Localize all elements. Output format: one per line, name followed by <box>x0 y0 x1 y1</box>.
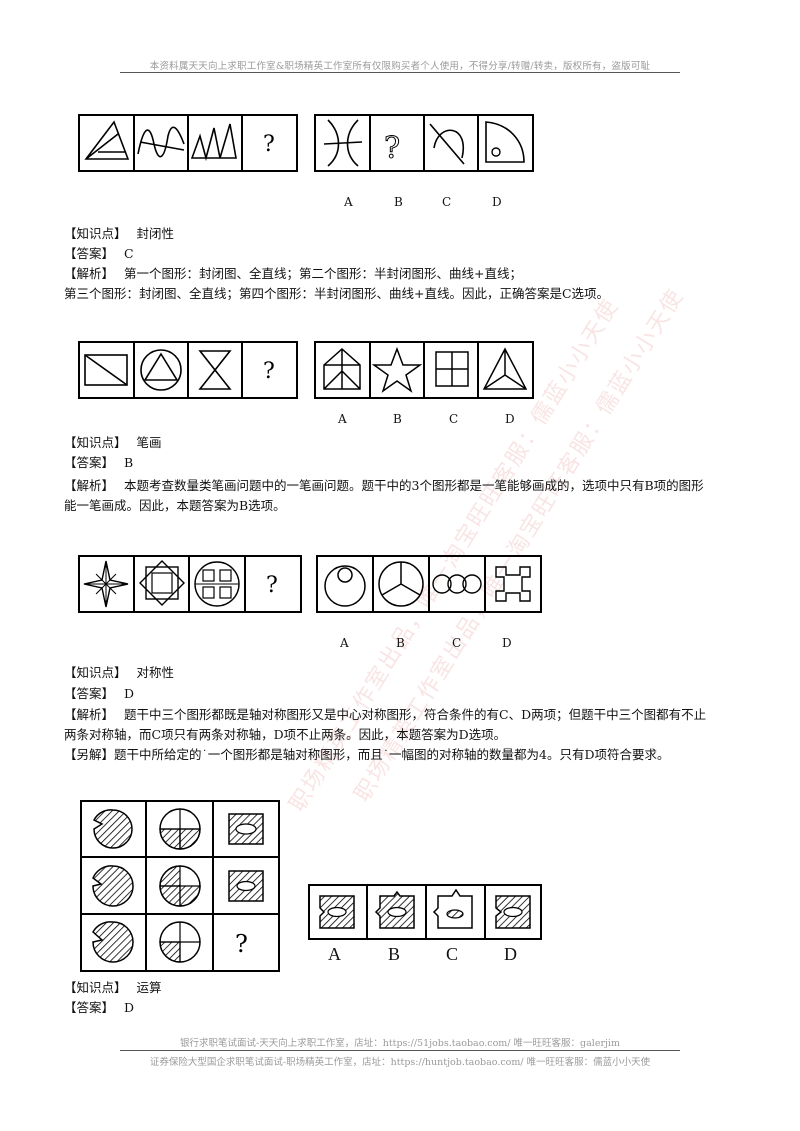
q2-answer: 【答案】B <box>64 455 134 470</box>
option-letter: D <box>492 195 502 209</box>
option-letter: B <box>388 944 401 964</box>
q1-answer: 【答案】C <box>64 246 134 261</box>
q3-analysis: 【解析】题干中三个图形都既是轴对称图形又是中心对称图形，符合条件的有C、D两项；… <box>64 707 707 722</box>
option-letter: C <box>452 636 462 650</box>
question-mark: ? <box>263 132 275 157</box>
footer-rule <box>120 1050 680 1051</box>
q4-stem-grid: ? <box>80 800 280 972</box>
q3-knowledge: 【知识点】对称性 <box>64 665 175 680</box>
page-header-notice: 本资料属天天向上求职工作室&职场精英工作室所有仅限购买者个人使用，不得分享/转赠… <box>149 61 651 72</box>
q1-analysis: 【解析】第一个图形：封闭图、全直线；第二个图形：半封闭图形、曲线+直线； <box>64 266 522 281</box>
option-letter: D <box>504 944 517 964</box>
q3-answer: 【答案】D <box>64 686 135 701</box>
option-letter: A <box>344 195 353 209</box>
q4-knowledge: 【知识点】运算 <box>64 980 162 995</box>
question-mark: ? <box>263 359 275 384</box>
option-letter: A <box>328 944 341 964</box>
q4-answer: 【答案】D <box>64 1000 135 1015</box>
option-letter: A <box>338 412 347 426</box>
q3-alt-solution: 【另解】题干中所给定的˙一个图形都是轴对称图形，而且˙一幅图的对称轴的数量都为4… <box>64 747 670 762</box>
header-rule <box>120 72 680 73</box>
option-letter: A <box>340 636 349 650</box>
q3-stem-figure: ? <box>78 555 302 613</box>
q3-analysis-cont: 两条对称轴，而C项只有两条对称轴，D项不止两条。因此，本题答案为D选项。 <box>64 727 507 742</box>
svg-text:?: ? <box>384 131 400 166</box>
q2-analysis: 【解析】本题考查数量类笔画问题中的一笔画问题。题干中的3个图形都是一笔能够画成的… <box>64 478 704 493</box>
option-letter: C <box>442 195 452 209</box>
q4-options-figure <box>308 884 542 940</box>
question-mark: ? <box>266 573 278 598</box>
option-letter: C <box>449 412 459 426</box>
q2-analysis-cont: 能一笔画成。因此，本题答案为B选项。 <box>64 498 286 513</box>
option-letter: B <box>393 412 402 426</box>
question-mark: ? <box>235 930 248 958</box>
footer-line-2: 证券保险大型国企求职笔试面试-职场精英工作室，店址：https://huntjo… <box>149 1057 651 1068</box>
q1-knowledge: 【知识点】封闭性 <box>64 226 175 241</box>
option-letter: C <box>446 944 459 964</box>
option-letter: D <box>502 636 512 650</box>
q2-knowledge: 【知识点】笔画 <box>64 435 162 450</box>
q2-options-figure <box>314 341 534 399</box>
option-letter: B <box>394 195 403 209</box>
q3-options-figure <box>316 555 542 613</box>
option-letter: B <box>396 636 405 650</box>
footer-line-1: 银行求职笔试面试-天天向上求职工作室，店址：https://51jobs.tao… <box>180 1038 620 1049</box>
option-letter: D <box>505 412 515 426</box>
q2-stem-figure: ? <box>78 341 298 399</box>
q1-analysis-cont: 第三个图形：封闭图、全直线；第四个图形：半封闭图形、曲线+直线。因此，正确答案是… <box>64 286 610 301</box>
q1-options-figure: ? <box>314 114 534 172</box>
q1-stem-figure: ? <box>78 114 298 172</box>
